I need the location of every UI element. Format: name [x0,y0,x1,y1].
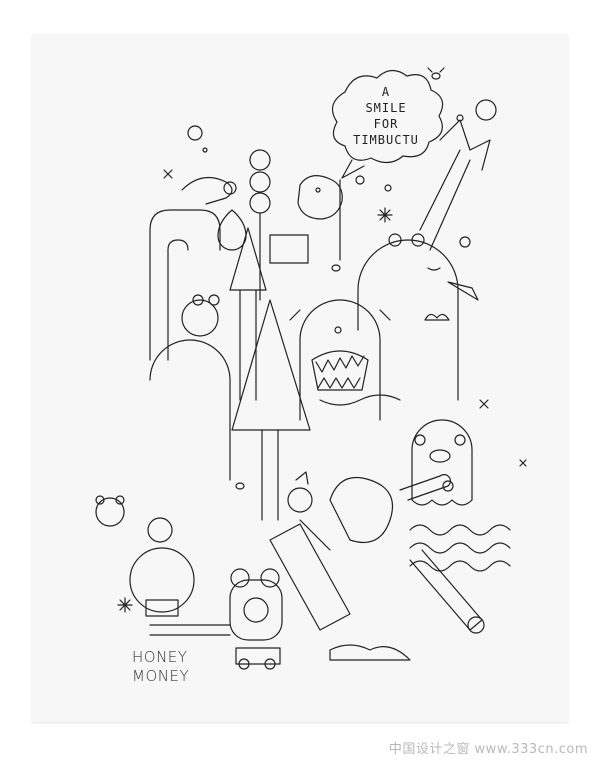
money-line: MONEY [132,667,190,685]
cloud-line-3: FOR [373,117,399,131]
bee-icon [427,67,445,80]
site-watermark: 中国设计之窗 www.333cn.com [388,742,588,757]
bee-icon-3 [235,482,245,490]
honey-money-caption: HONEY MONEY [132,648,189,686]
toothed-monster [299,299,381,421]
cloud-line-4: TIMBUCTU [353,133,419,147]
tall-triangle-small [229,227,267,291]
bee-icon-2 [331,264,341,272]
honey-line: HONEY [132,648,188,666]
tall-triangle-large [231,299,311,431]
cloud-caption: A SMILE FOR TIMBUCTU [340,84,432,148]
round-character [129,547,195,613]
cloud-line-1: A [381,85,391,99]
cloud-line-2: SMILE [365,101,407,115]
speech-cloud [331,69,444,164]
